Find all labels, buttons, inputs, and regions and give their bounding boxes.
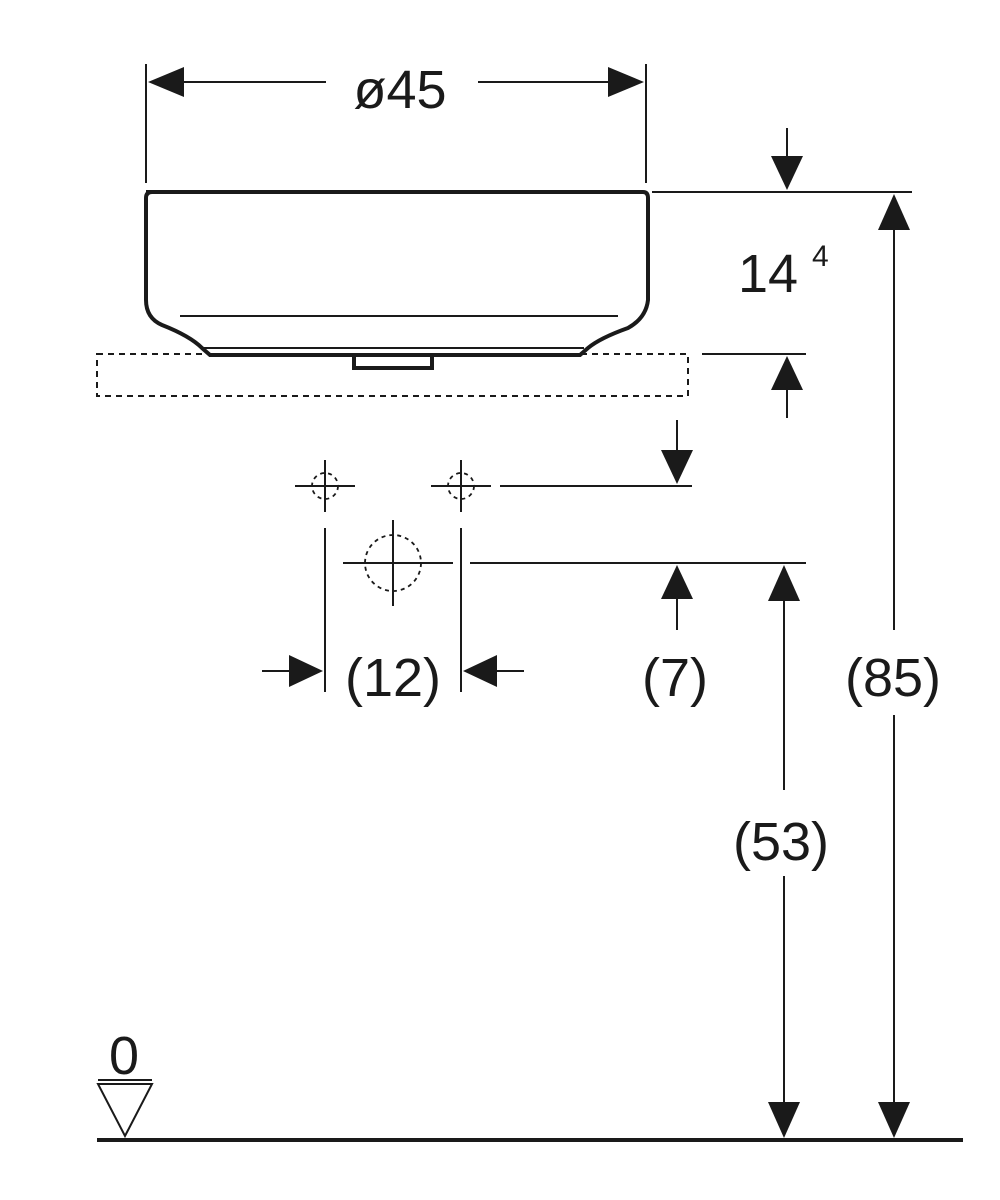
diameter-arrow-right [608,67,644,97]
hole-offset-label: (7) [642,648,708,708]
drain-stub [352,355,434,370]
hole-spacing-arrow-left [289,655,323,687]
bowl-height-arrow-top [771,156,803,190]
tap-hole-arrow [661,450,693,484]
basin-outline [144,190,650,357]
diameter-arrow-left [148,67,184,97]
diameter-label: ø45 [353,60,446,120]
bowl-height-label: 14 [738,244,798,304]
total-height-arrow-bottom [878,1102,910,1138]
tap-hole-right [431,460,491,512]
hole-offset-arrow [661,565,693,599]
drain-height-arrow-bottom [768,1102,800,1138]
tap-hole-left [295,460,355,512]
drain-height-arrow-top [768,565,800,601]
hole-spacing-arrow-right [463,655,497,687]
bowl-height-arrow-bottom [771,356,803,390]
total-height-label: (85) [845,648,941,708]
total-height-arrow-top [878,194,910,230]
floor-level-triangle [96,1083,154,1139]
floor-level-label: 0 [109,1026,139,1086]
hole-spacing-label: (12) [345,648,441,708]
countertop-dashed [96,353,689,397]
drain-height-label: (53) [733,812,829,872]
drain-marker [343,520,453,606]
bowl-height-superscript: 4 [812,240,829,273]
